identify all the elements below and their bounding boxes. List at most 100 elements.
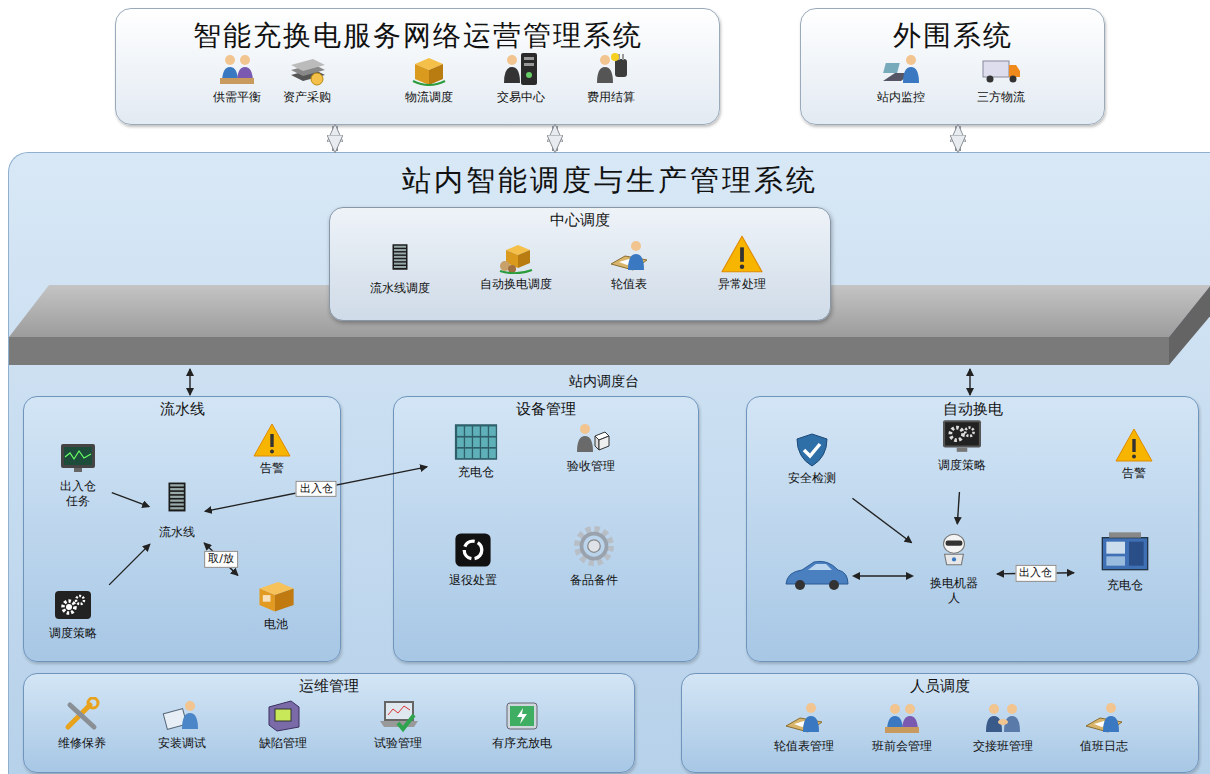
module-box: 设备管理充电仓 验收管理退役处置 备品备件 (393, 396, 699, 662)
gear-icon (53, 587, 93, 623)
charger-icon (1095, 527, 1155, 575)
system-panel: 外围系统站内监控三方物流 (800, 8, 1105, 125)
icon-item: 充电仓 (430, 422, 522, 492)
icon-caption: 费用结算 (587, 90, 635, 105)
connector (189, 369, 190, 395)
icon-item: 班前会管理 (857, 700, 947, 770)
handshake-icon (983, 700, 1023, 736)
icon-item: 有序充放电 (472, 697, 572, 769)
module-heading: 人员调度 (682, 677, 1198, 696)
stack-icon (287, 51, 327, 87)
cabinet-icon (448, 422, 504, 462)
icon-caption: 资产采购 (283, 90, 331, 105)
warn-icon (1114, 427, 1154, 463)
connector (332, 126, 338, 151)
icon-caption: 退役处置 (449, 573, 497, 588)
icon-item: 安装调试 (142, 697, 222, 769)
icon-caption: 告警 (1122, 466, 1146, 481)
connector (109, 544, 150, 585)
monitor-icon (58, 440, 98, 476)
icon-caption: 交易中心 (497, 90, 545, 105)
desk-icon (609, 238, 649, 274)
panel-title: 外围系统 (801, 17, 1104, 55)
module-box: 运维管理维修保养 安装调试 缺陷管理 试验管理 有序充放电 (23, 673, 635, 773)
icon-item: 充电仓 (1077, 527, 1172, 617)
platform-label: 站内调度台 (569, 373, 639, 391)
laptopman-icon (881, 51, 921, 87)
icon-caption: 自动换电调度 (480, 277, 552, 292)
warn-icon (719, 234, 765, 274)
connector (205, 467, 427, 512)
icon-item: 退役处置 (427, 530, 519, 606)
rack-icon (385, 236, 415, 278)
icon-caption: 电池 (264, 617, 288, 632)
module-box: 人员调度轮值表管理 班前会管理 交接班管理 值班日志 (681, 673, 1199, 773)
icon-caption: 交接班管理 (973, 739, 1033, 754)
recycle-icon (451, 530, 495, 570)
plugman-icon (591, 51, 631, 87)
worker-icon (571, 420, 611, 456)
icon-item: 维修保养 (42, 697, 122, 769)
icon-caption: 异常处理 (718, 277, 766, 292)
icon-caption: 充电仓 (458, 465, 494, 480)
edge-label: 出入仓 (1015, 565, 1056, 581)
icon-caption: 维修保养 (58, 736, 106, 751)
connector (112, 493, 149, 507)
module-heading: 设备管理 (394, 400, 698, 419)
panel-title: 站内智能调度与生产管理系统 (9, 161, 1210, 201)
icon-caption: 充电仓 (1107, 578, 1143, 593)
system-panel: 智能充换电服务网络运营管理系统供需平衡 资产采购 物流调度交易中心 费用结算 (115, 8, 720, 125)
icon-caption: 流水线调度 (370, 281, 430, 296)
icon-item: 供需平衡 (201, 51, 273, 121)
icon-caption: 调度策略 (938, 458, 986, 473)
icon-caption: 验收管理 (567, 459, 615, 474)
ppl-icon (217, 51, 257, 87)
icon-item: 自动换电调度 (470, 238, 562, 310)
connector (552, 126, 558, 151)
battery2-icon (502, 697, 542, 733)
icon-item: 出入仓任务 (47, 440, 109, 520)
icon-item: 告警 (1102, 427, 1166, 495)
icon-caption: 缺陷管理 (259, 736, 307, 751)
icon-item: 流水线 (152, 472, 202, 562)
connector (957, 492, 959, 524)
main-panel: 站内智能调度与生产管理系统中心调度流水线调度自动换电调度轮值表异常处理站内调度台… (8, 152, 1210, 774)
icon-caption: 三方物流 (977, 90, 1025, 105)
icon-caption: 安装调试 (158, 736, 206, 751)
module-heading: 运维管理 (24, 677, 634, 696)
icon-caption: 告警 (260, 461, 284, 476)
icon-item: 费用结算 (575, 51, 647, 121)
gear2-icon (569, 522, 619, 570)
icon-caption: 供需平衡 (213, 90, 261, 105)
icon-caption: 轮值表管理 (774, 739, 834, 754)
truck-icon (981, 51, 1021, 87)
icon-item: 交易中心 (485, 51, 557, 121)
battery-icon (254, 574, 298, 614)
warn-icon (252, 422, 292, 458)
icon-item: 备品备件 (550, 522, 638, 606)
robot-icon (933, 527, 975, 573)
icon-item: 试验管理 (357, 697, 439, 769)
car-figure (782, 552, 917, 598)
laptop-icon (378, 697, 418, 733)
icon-caption: 安全检测 (788, 471, 836, 486)
ppl-icon (882, 700, 922, 736)
icon-caption: 备品备件 (570, 573, 618, 588)
icon-caption: 值班日志 (1080, 739, 1128, 754)
dispatch-box: 中心调度流水线调度自动换电调度轮值表异常处理 (329, 207, 831, 321)
module-box: 自动换电安全检测调度策略告警换电机器人充电仓 (746, 396, 1199, 662)
icon-item: 物流调度 (393, 51, 465, 121)
device-icon (263, 697, 303, 733)
rack-icon (160, 472, 194, 522)
icon-caption: 换电机器人 (926, 576, 982, 606)
icon-caption: 流水线 (159, 525, 195, 540)
connector (204, 543, 238, 575)
icon-item: 交接班管理 (960, 700, 1046, 770)
clipman-icon (162, 697, 202, 733)
icon-caption: 试验管理 (374, 736, 422, 751)
panel-title: 智能充换电服务网络运营管理系统 (116, 17, 719, 55)
icon-item: 站内监控 (865, 51, 937, 121)
icon-item: 安全检测 (774, 432, 850, 504)
icon-caption: 班前会管理 (872, 739, 932, 754)
